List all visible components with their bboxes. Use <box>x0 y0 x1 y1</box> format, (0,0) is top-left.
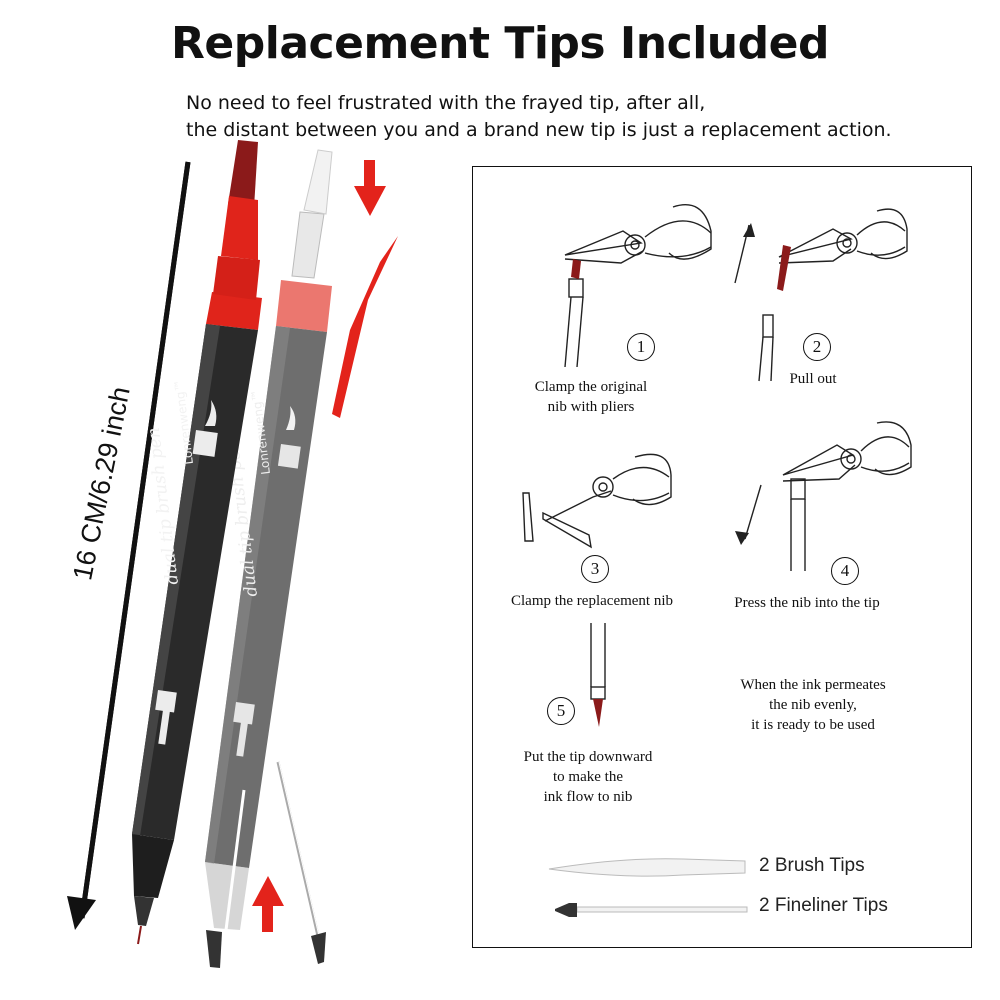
step-4-caption: Press the nib into the tip <box>719 593 895 613</box>
loose-brush-tip-illustration <box>332 236 398 418</box>
black-pen-illustration: Lonrenweng™ dual tip brush pen <box>132 140 262 945</box>
step-1-caption: Clamp the original nib with pliers <box>501 377 681 417</box>
instruction-panel: 1 Clamp the original nib with pliers 2 P… <box>472 166 972 948</box>
subtitle: No need to feel frustrated with the fray… <box>186 90 966 144</box>
step-4-pliers-icon <box>744 421 912 571</box>
step-1-caption-line-2: nib with pliers <box>547 399 635 415</box>
ready-note-line-1: When the ink permeates <box>740 677 886 693</box>
subtitle-line-2: the distant between you and a brand new … <box>186 119 892 141</box>
fineliner-tips-label: 2 Fineliner Tips <box>759 895 888 916</box>
brush-tips-label: 2 Brush Tips <box>759 855 865 876</box>
black-pen-script: dual tip brush pen <box>144 426 183 586</box>
step-3-caption-line-1: Clamp the replacement nib <box>510 593 674 609</box>
loose-fineliner-tip-illustration <box>276 761 326 964</box>
step-1-number: 1 <box>627 333 655 361</box>
step-2-caption: Pull out <box>773 369 853 389</box>
step-3-caption: Clamp the replacement nib <box>497 591 687 611</box>
step-5-caption-line-2: to make the <box>553 769 623 785</box>
step-2-pliers-icon <box>734 208 908 382</box>
step-2-caption-line-1: Pull out <box>789 371 837 387</box>
length-arrow-icon <box>67 161 191 930</box>
step-4-caption-line-1: Press the nib into the tip <box>734 595 880 611</box>
step-5-pen-icon <box>590 623 606 700</box>
instruction-drawings <box>522 204 912 917</box>
fineliner-tip-icon <box>555 903 748 917</box>
ready-note: When the ink permeates the nib evenly, i… <box>709 675 917 735</box>
step-5-caption: Put the tip downward to make the ink flo… <box>503 747 673 807</box>
page-title: Replacement Tips Included <box>171 18 829 69</box>
pens-illustration: Lonrenweng™ dual tip brush pen Lonrenwen… <box>67 140 398 968</box>
step-3-pliers-icon <box>522 453 672 549</box>
subtitle-line-1: No need to feel frustrated with the fray… <box>186 92 706 114</box>
step-1-pliers-icon <box>564 204 712 368</box>
ready-note-line-3: it is ready to be used <box>751 717 875 733</box>
step-4-number: 4 <box>831 557 859 585</box>
step-1-caption-line-1: Clamp the original <box>534 379 648 395</box>
step-5-caption-line-1: Put the tip downward <box>523 749 653 765</box>
step-3-number: 3 <box>581 555 609 583</box>
step-5-number: 5 <box>547 697 575 725</box>
step-2-number: 2 <box>803 333 831 361</box>
ready-note-line-2: the nib evenly, <box>769 697 857 713</box>
arrow-down-icon <box>354 160 386 216</box>
brush-tip-icon <box>548 858 746 877</box>
arrow-up-icon <box>252 876 284 932</box>
step-5-caption-line-3: ink flow to nib <box>543 789 633 805</box>
